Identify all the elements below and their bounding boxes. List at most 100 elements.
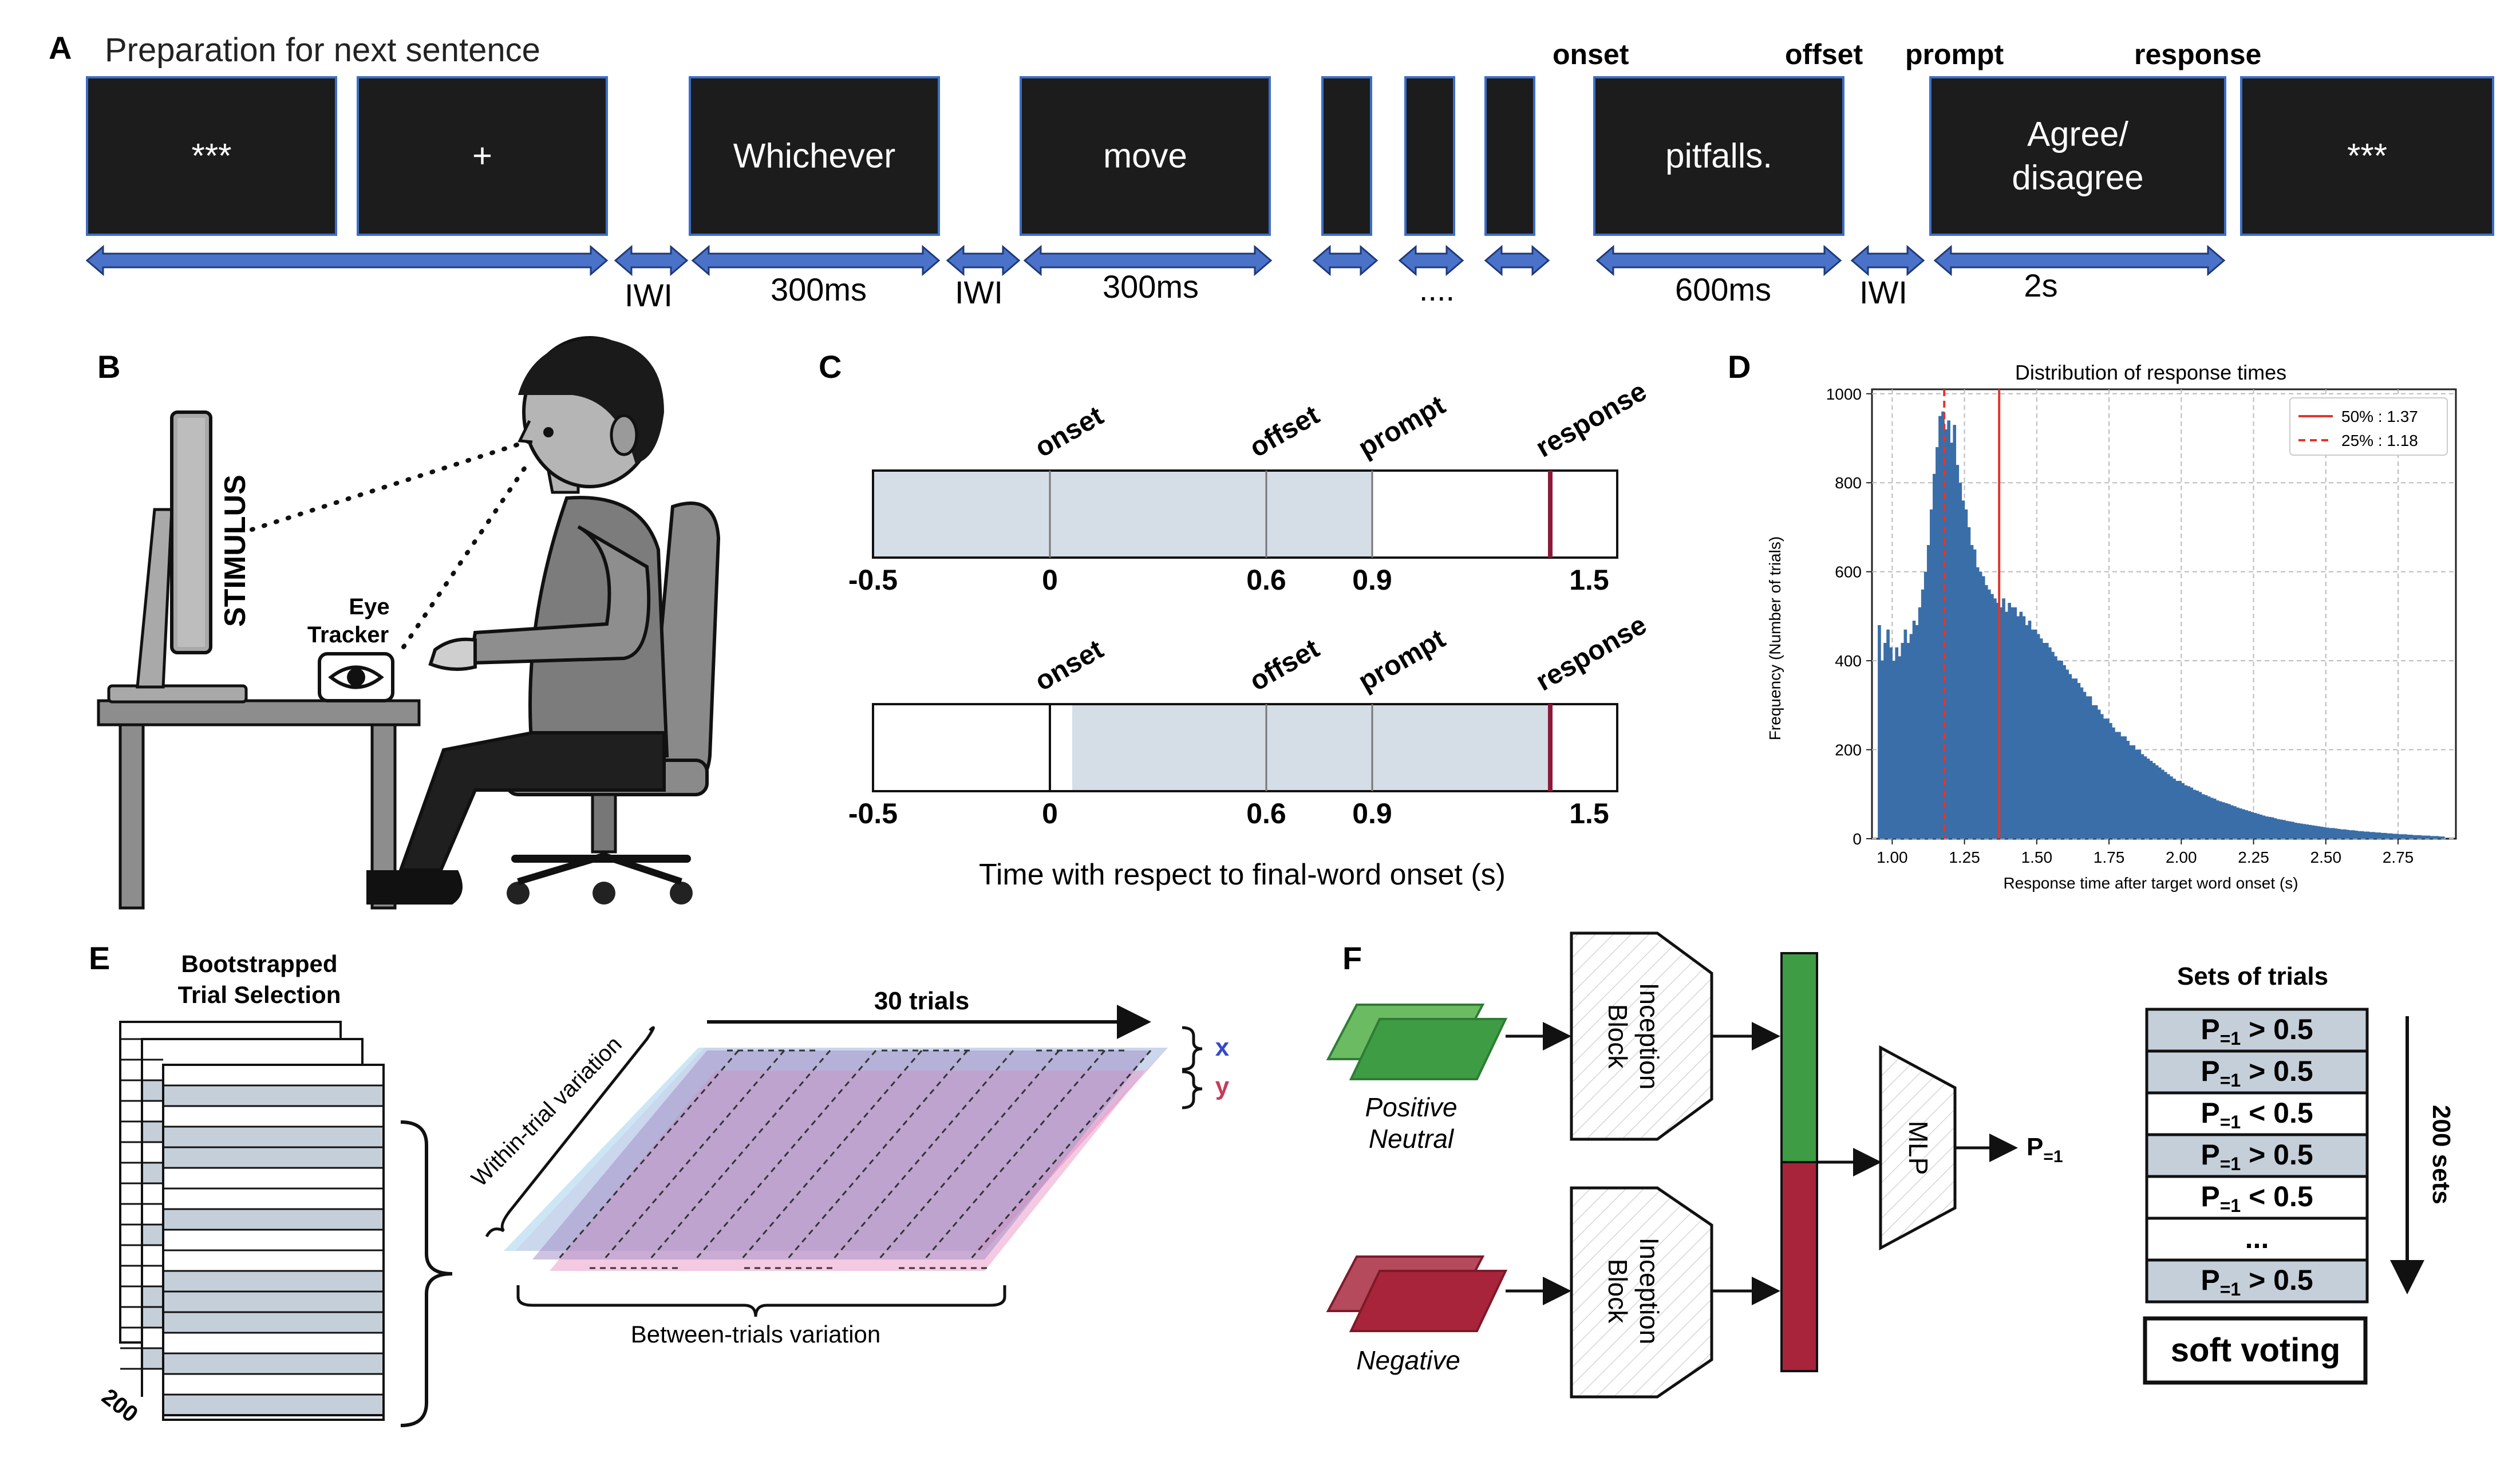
event-label-response: response <box>1531 610 1652 697</box>
histogram-bar <box>2340 829 2344 839</box>
x-label: x <box>1215 1033 1230 1061</box>
histogram-bar <box>2221 802 2225 839</box>
histogram-bar <box>2088 696 2092 839</box>
histogram-bar <box>2285 820 2289 839</box>
histogram-bar <box>2126 741 2130 839</box>
histogram-bar <box>1933 473 1936 839</box>
soft-voting-label: soft voting <box>2171 1332 2340 1369</box>
histogram-bar <box>1898 656 1902 839</box>
histogram-bar <box>2094 705 2098 839</box>
histogram-bar <box>2248 811 2252 839</box>
histogram-bar <box>2427 835 2431 839</box>
top-label-response: response <box>2134 38 2261 70</box>
histogram-bar <box>2389 833 2393 839</box>
histogram-bar <box>1889 647 1893 839</box>
stack-brace <box>400 1120 453 1427</box>
histogram-bar <box>2395 834 2399 839</box>
positive-input <box>1326 1004 1508 1080</box>
set-row-text: P=1 > 0.5 <box>2201 1013 2313 1049</box>
histogram-bar <box>1912 621 1916 839</box>
eye-tracker-label-2: Tracker <box>307 622 389 647</box>
histogram-bar <box>1944 429 1948 839</box>
histogram-bar <box>2407 835 2410 839</box>
histogram-bar <box>1938 416 1942 839</box>
event-label-prompt: prompt <box>1353 623 1451 697</box>
histogram-bar <box>2242 809 2245 839</box>
histogram-bar <box>2360 831 2364 839</box>
stimulus-screen: pitfalls. <box>1593 76 1844 236</box>
duration-600ms: 600ms <box>1675 271 1771 307</box>
tick-label: 0 <box>1042 564 1058 596</box>
histogram-bar <box>2262 815 2266 839</box>
duration-arrow <box>1398 244 1464 277</box>
histogram-bar <box>2022 616 2026 839</box>
y-tick-label: 400 <box>1835 652 1862 670</box>
chart-title: Distribution of response times <box>2015 361 2286 384</box>
duration-arrow <box>1023 244 1273 277</box>
duration-arrow <box>1850 244 1925 277</box>
histogram-bar <box>1961 500 1965 839</box>
tick-label: -0.5 <box>848 797 898 830</box>
histogram-bar <box>2270 817 2274 839</box>
histogram-bar <box>2352 830 2355 839</box>
histogram-bar <box>2083 692 2087 839</box>
histogram-bar <box>2213 799 2217 839</box>
shaded-window <box>1072 705 1550 790</box>
histogram-bar <box>2115 732 2118 839</box>
screen-box <box>86 76 337 236</box>
set-row: P=1 > 0.5 <box>2145 1258 2369 1304</box>
trials-label: 30 trials <box>874 987 969 1015</box>
histogram-bar <box>2045 643 2049 839</box>
screen-text: *** <box>2347 137 2387 175</box>
histogram-bar <box>2412 835 2416 839</box>
histogram-bar <box>2085 696 2090 839</box>
selected-row <box>163 1127 384 1147</box>
c-xlabel: Time with respect to final-word onset (s… <box>979 858 1506 891</box>
set-row: P=1 < 0.5 <box>2145 1175 2369 1220</box>
selected-row <box>163 1147 384 1168</box>
duration-300ms-1: 300ms <box>771 271 867 307</box>
concat-green <box>1780 952 1818 1163</box>
histogram-bar <box>2401 834 2404 839</box>
panel-f: F Positive Neutral Negative Inception Bl… <box>1326 931 2455 1399</box>
histogram-bar <box>1892 661 1895 839</box>
y-tick-label: 0 <box>1853 830 1862 848</box>
stimulus-screen <box>1321 76 1372 236</box>
histogram-bar <box>2028 621 2032 839</box>
screen-box <box>1321 76 1372 236</box>
between-label: Between-trials variation <box>631 1321 881 1348</box>
event-label-onset: onset <box>1030 634 1108 697</box>
histogram-bar <box>2225 803 2228 839</box>
set-row-text: P=1 < 0.5 <box>2201 1180 2313 1216</box>
histogram-bar <box>2132 745 2136 839</box>
histogram-bar <box>2424 835 2428 839</box>
histogram-bar <box>2178 780 2182 839</box>
histogram-bar <box>1999 607 2002 839</box>
screen-box <box>1484 76 1535 236</box>
histogram-bar <box>2392 834 2396 839</box>
duration-arrow <box>1484 244 1550 277</box>
histogram-bar <box>1918 607 1922 839</box>
histogram-bar <box>2074 678 2078 839</box>
set-row: P=1 < 0.5 <box>2145 1091 2369 1136</box>
histogram-bar <box>2173 779 2176 839</box>
histogram-bar <box>1883 643 1887 839</box>
stimulus-screen: Agree/disagree <box>1929 76 2226 236</box>
histogram-bar <box>2048 647 2052 839</box>
histogram-bar <box>2033 629 2037 839</box>
legend <box>2289 397 2448 456</box>
selected-row <box>163 1085 384 1106</box>
histogram-bar <box>2187 786 2191 839</box>
overlap-plane <box>532 1051 1151 1259</box>
histogram-bar <box>2308 824 2312 839</box>
trial-line <box>878 1050 1060 1260</box>
participant-illustration <box>366 336 721 905</box>
histogram-bar <box>2230 805 2234 839</box>
histogram-bar <box>1973 549 1977 839</box>
histogram-bar <box>1981 576 1985 839</box>
trial-line <box>694 1050 877 1260</box>
